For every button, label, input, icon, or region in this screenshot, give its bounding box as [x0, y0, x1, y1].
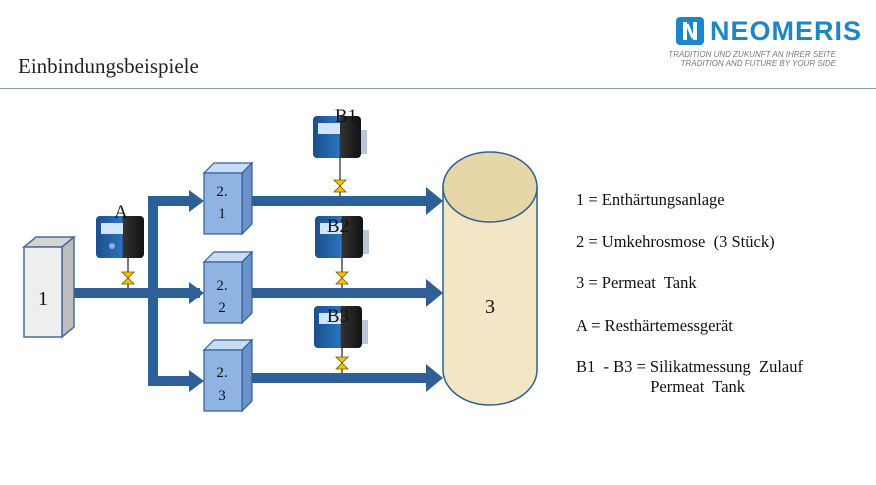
ro-unit-1-line2: 1: [218, 206, 226, 222]
pipe-ro-3-to-tank: [252, 373, 428, 383]
ro-unit-1-line1: 2.: [216, 184, 227, 200]
meter-a-label: A: [114, 202, 128, 223]
title-divider: [0, 88, 876, 89]
pipe-distributor: [148, 196, 158, 386]
softener-label: 1: [38, 288, 48, 310]
ro-unit-2-line2: 2: [218, 300, 226, 316]
logo-tagline-de: TRADITION UND ZUKUNFT AN IHRER SEITE: [668, 50, 836, 59]
pipe-to-ro-3: [148, 376, 190, 386]
ro-unit-3-line2: 3: [218, 388, 226, 404]
page-title: Einbindungsbeispiele: [18, 54, 199, 78]
legend-silicate-meters-cont: Permeat Tank: [576, 377, 746, 396]
ro-unit-1: 2. 1: [202, 161, 254, 236]
legend-hardness-meter: A = Resthärtemessgerät: [576, 316, 733, 335]
pipe-ro-1-to-tank: [252, 196, 428, 206]
silicate-meter-b1: B1: [313, 106, 367, 196]
arrow-ro-1-to-tank: [426, 187, 443, 215]
arrow-to-ro-1: [189, 190, 204, 212]
meter-b2-label: B2: [327, 216, 349, 237]
ro-unit-2: 2. 2: [202, 250, 254, 325]
legend-permeate-tank: 3 = Permeat Tank: [576, 273, 697, 292]
logo-tagline-en: TRADITION AND FUTURE BY YOUR SIDE: [680, 59, 836, 68]
valve-b1-icon: [333, 179, 347, 193]
arrow-ro-2-to-tank: [426, 279, 443, 307]
logo-mark-icon: [676, 17, 704, 45]
arrow-to-ro-2: [189, 282, 204, 304]
ro-unit-3-line1: 2.: [216, 365, 227, 381]
legend-silicate-meters: B1 - B3 = Silikatmessung Zulauf: [576, 357, 804, 376]
pipe-to-ro-1: [148, 196, 190, 206]
logo-name: NEOMERIS: [710, 16, 863, 46]
arrow-ro-3-to-tank: [426, 364, 443, 392]
meter-b1-label: B1: [335, 106, 357, 127]
pipe-main-feed: [74, 288, 200, 298]
valve-a-icon: [121, 271, 135, 285]
meter-b3-label: B3: [327, 306, 349, 327]
ro-unit-2-line1: 2.: [216, 278, 227, 294]
softener-unit: 1: [21, 235, 77, 339]
valve-b3-icon: [335, 356, 349, 370]
legend-reverse-osmosis: 2 = Umkehrosmose (3 Stück): [576, 232, 775, 251]
tank-label: 3: [485, 296, 495, 318]
pipe-network: [74, 187, 443, 392]
hardness-meter-a: A: [96, 202, 144, 288]
permeate-tank: 3: [442, 151, 538, 406]
pipe-ro-2-to-tank: [252, 288, 428, 298]
valve-b2-icon: [335, 271, 349, 285]
silicate-meter-b2: B2: [315, 216, 369, 288]
arrow-to-ro-3: [189, 370, 204, 392]
neomeris-logo: NEOMERIS TRADITION UND ZUKUNFT AN IHRER …: [668, 10, 864, 74]
silicate-meter-b3: B3: [314, 306, 368, 373]
legend-softener: 1 = Enthärtungsanlage: [576, 190, 725, 209]
ro-unit-3: 2. 3: [202, 338, 254, 413]
